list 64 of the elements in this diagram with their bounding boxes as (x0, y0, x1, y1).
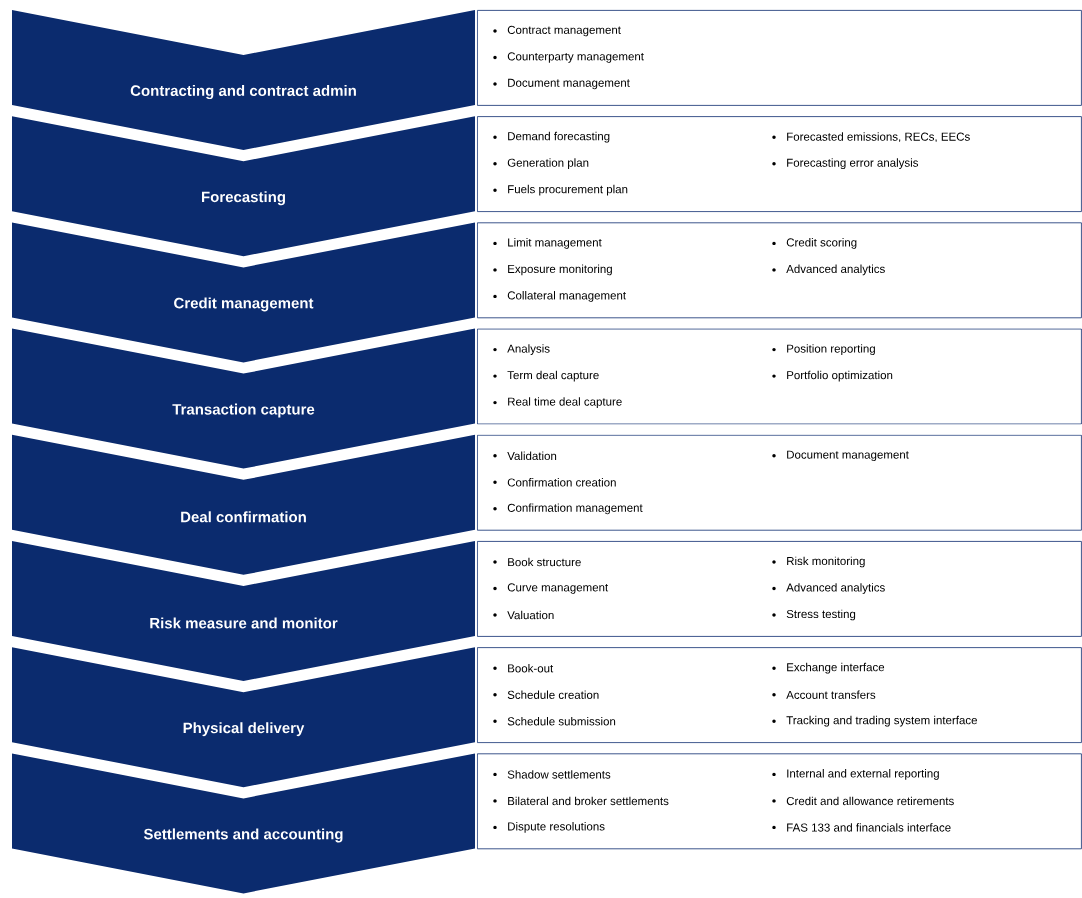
list-item: Bilateral and broker settlements (493, 796, 669, 806)
list-item: Book-out (493, 664, 554, 673)
bullet-list-box (477, 328, 1082, 425)
node-label: Settlements and accounting (143, 828, 343, 843)
list-item: Risk monitoring (772, 556, 865, 568)
list-item: Tracking and trading system interface (772, 715, 977, 727)
node-label: Risk measure and monitor (150, 617, 338, 629)
list-item: Confirmation creation (493, 478, 616, 487)
chevron-step: Forecasting (12, 116, 475, 257)
node-label: Transaction capture (172, 403, 315, 418)
chevron-step: Credit management (12, 222, 475, 363)
bullet-list-box (477, 434, 1082, 531)
list-item: Internal and external reporting (772, 769, 939, 780)
list-item: Portfolio optimization (772, 370, 893, 382)
bullet-list-box (477, 116, 1082, 212)
list-item: Term deal capture (493, 370, 599, 382)
list-item: Demand forecasting (493, 131, 610, 143)
list-item: Document management (772, 450, 909, 461)
list-item: Curve management (493, 583, 609, 594)
list-item: Forecasting error analysis (772, 158, 919, 170)
bullet-list-box (477, 10, 1082, 106)
list-item: Shadow settlements (493, 770, 611, 779)
list-item: Validation (493, 451, 557, 461)
chevron-step: Contracting and contract admin (12, 10, 475, 150)
list-item: Fuels procurement plan (493, 184, 628, 196)
list-item: Valuation (493, 610, 554, 620)
list-item: Analysis (493, 344, 550, 355)
list-item: Forecasted emissions, RECs, EECs (772, 132, 970, 143)
node-label: Deal confirmation (181, 511, 306, 523)
list-item: Credit scoring (772, 238, 857, 249)
list-item: Credit and allowance retirements (772, 796, 954, 806)
list-item: Schedule submission (493, 717, 616, 726)
list-item: Book structure (493, 557, 581, 567)
bullet-list-box (477, 222, 1082, 319)
chevron-step: Risk measure and monitor (12, 541, 475, 681)
bullet-list-box (477, 753, 1082, 850)
list-item: Real time deal capture (493, 397, 622, 408)
list-item: Collateral management (493, 291, 626, 302)
list-item: Counterparty management (493, 52, 644, 63)
list-item: Confirmation management (493, 503, 643, 515)
list-item: Account transfers (772, 690, 876, 699)
list-item: Document management (493, 78, 630, 90)
node-label: Contracting and contract admin (130, 84, 356, 100)
list-item: Generation plan (493, 158, 589, 170)
node-label: Credit management (174, 297, 314, 312)
chevron-step: Transaction capture (12, 328, 475, 469)
list-item: Schedule creation (493, 690, 599, 699)
chevron-step: Deal confirmation (12, 434, 475, 575)
list-item: Limit management (493, 238, 602, 249)
bullet-list-box (477, 541, 1082, 637)
bullet-list-box (477, 647, 1082, 743)
node-label: Forecasting (202, 191, 285, 206)
node-label: Physical delivery (183, 722, 305, 737)
list-item: Position reporting (772, 344, 875, 355)
chevron-step: Settlements and accounting (12, 753, 475, 894)
list-item: Stress testing (772, 609, 856, 621)
chevron-step: Physical delivery (12, 647, 475, 788)
list-item: Exposure monitoring (493, 264, 612, 276)
list-item: Contract management (493, 25, 621, 37)
list-item: FAS 133 and financials interface (772, 823, 951, 832)
list-item: Advanced analytics (772, 264, 885, 276)
list-item: Dispute resolutions (493, 822, 605, 833)
list-item: Exchange interface (772, 662, 885, 674)
list-item: Advanced analytics (772, 583, 885, 594)
